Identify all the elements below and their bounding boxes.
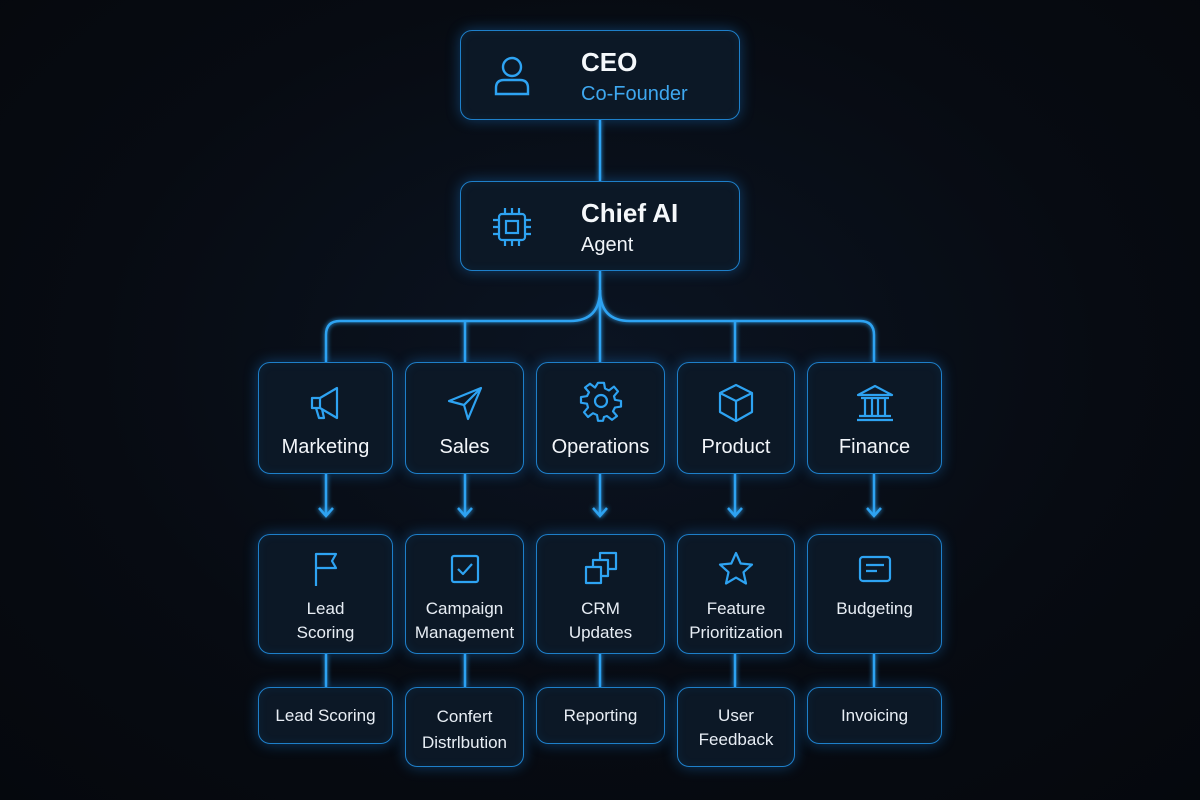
subtask-label: Confert Distrlbution [421, 707, 508, 752]
chip-icon [493, 208, 531, 246]
dept-marketing[interactable]: Marketing [258, 362, 393, 474]
card-icon [858, 555, 891, 583]
gear-icon [579, 381, 622, 422]
subtask-label: Invoicing [840, 706, 909, 725]
dept-label: Finance [838, 436, 911, 458]
subtask-invoicing[interactable]: Invoicing [807, 687, 942, 744]
dept-label: Sales [439, 436, 490, 458]
dept-product[interactable]: Product [677, 362, 795, 474]
dept-label: Product [701, 436, 771, 458]
subtask-label: User Feedback [698, 706, 774, 749]
task-lead-scoring[interactable]: Lead Scoring [258, 534, 393, 654]
user-icon [494, 56, 530, 96]
ceo-node[interactable]: CEO Co-Founder [460, 30, 740, 120]
ceo-title: CEO [581, 47, 638, 77]
ai-title: Chief AI [581, 198, 679, 228]
ai-subtitle: Agent [581, 234, 634, 256]
task-label: CRM Updates [568, 599, 633, 642]
connector-ai-branch-left [324, 289, 602, 362]
dept-label: Operations [551, 436, 650, 458]
task-label: Feature Prioritization [689, 599, 783, 642]
flag-icon [314, 552, 337, 586]
send-icon [447, 386, 482, 421]
megaphone-icon [310, 386, 338, 420]
arrows-dept-task [318, 474, 882, 518]
task-label: Budgeting [836, 599, 913, 618]
checkbox-icon [450, 554, 479, 584]
subtask-content-distribution[interactable]: Confert Distrlbution [405, 687, 524, 767]
bank-icon [856, 384, 893, 422]
connector-task-subtask [324, 654, 876, 687]
connector-ai-branch-right [598, 289, 876, 362]
dept-sales[interactable]: Sales [405, 362, 524, 474]
dept-operations[interactable]: Operations [536, 362, 665, 474]
task-campaign-management[interactable]: Campaign Management [405, 534, 524, 654]
ceo-subtitle: Co-Founder [581, 83, 688, 105]
task-feature-prioritization[interactable]: Feature Prioritization [677, 534, 795, 654]
chief-ai-node[interactable]: Chief AI Agent [460, 181, 740, 271]
dept-finance[interactable]: Finance [807, 362, 942, 474]
subtask-reporting[interactable]: Reporting [536, 687, 665, 744]
task-label: Campaign Management [414, 599, 515, 642]
subtask-user-feedback[interactable]: User Feedback [677, 687, 795, 767]
star-icon [718, 551, 754, 585]
subtask-label: Reporting [563, 706, 638, 725]
subtask-lead-scoring[interactable]: Lead Scoring [258, 687, 393, 744]
cube-icon [718, 383, 754, 423]
task-crm-updates[interactable]: CRM Updates [536, 534, 665, 654]
task-budgeting[interactable]: Budgeting [807, 534, 942, 654]
task-label: Lead Scoring [296, 599, 355, 642]
subtask-label: Lead Scoring [275, 706, 376, 725]
dept-label: Marketing [281, 436, 370, 458]
layers-icon [584, 551, 617, 585]
